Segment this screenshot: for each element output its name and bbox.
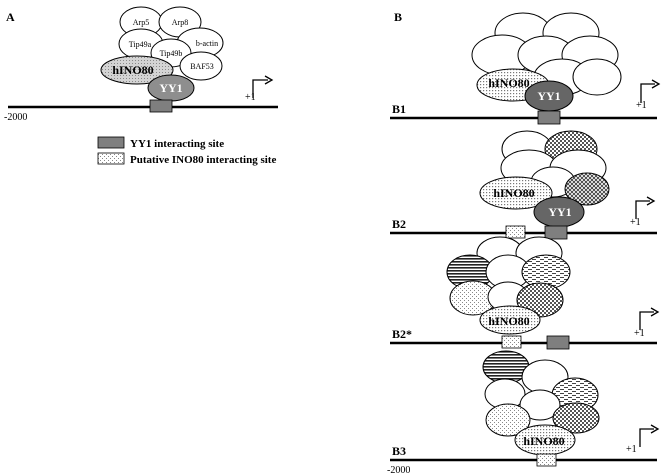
b3-label: B3 xyxy=(392,444,406,458)
panel-a-letter: A xyxy=(6,10,15,24)
b2-yy1-site xyxy=(544,225,568,240)
tss-label: +1 xyxy=(245,92,256,103)
b2star-ino80-site xyxy=(501,335,522,349)
panel-a: A Arp5 Arp8 Tip49a b-actin Tip49b BAF53 … xyxy=(4,6,278,123)
b1-yy1-label: YY1 xyxy=(537,89,560,103)
b2star-tss-arrow-icon xyxy=(639,311,654,330)
b2-hino80-label: hINO80 xyxy=(493,186,534,200)
b1-yy1-site xyxy=(537,110,561,125)
row-b2-star: hINO80 +1 B2* xyxy=(390,236,660,350)
tip49a-label: Tip49a xyxy=(129,40,152,49)
legend-yy1-swatch xyxy=(97,136,125,149)
upstream-label: -2000 xyxy=(4,112,27,123)
b2star-yy1-site xyxy=(546,335,570,350)
hino80-label: hINO80 xyxy=(112,63,153,77)
b2-label: B2 xyxy=(392,217,406,231)
b1-tss-arrow-icon xyxy=(640,83,655,103)
b2-ino80-site xyxy=(505,225,526,239)
b2star-label: B2* xyxy=(392,327,412,341)
b2-hino80-subunit xyxy=(479,176,553,210)
b2-yy1-label: YY1 xyxy=(548,205,571,219)
baf53-label: BAF53 xyxy=(190,62,214,71)
legend: YY1 interacting site Putative INO80 inte… xyxy=(97,136,276,166)
b3-upstream-label: -2000 xyxy=(387,465,410,476)
legend-ino80-swatch xyxy=(97,152,125,165)
b2star-hino80-label: hINO80 xyxy=(488,314,529,328)
hino80-subunit xyxy=(100,55,174,85)
b3-tss-label: +1 xyxy=(626,444,637,455)
arp8-label: Arp8 xyxy=(172,18,188,27)
row-b1: hINO80 YY1 +1 B1 xyxy=(390,12,661,125)
yy1-label: YY1 xyxy=(159,81,182,95)
b1-tss-label: +1 xyxy=(636,100,647,111)
b3-ino80-site xyxy=(536,453,557,467)
b2-tss-label: +1 xyxy=(630,217,641,228)
b3-tss-arrow-icon xyxy=(639,428,654,447)
yy1-binding-site xyxy=(149,99,173,113)
b1-label: B1 xyxy=(392,102,406,116)
baf53-subunit xyxy=(179,51,223,81)
panel-b-letter: B xyxy=(394,10,402,24)
b1-hino80-label: hINO80 xyxy=(488,76,529,90)
panel-a-complex xyxy=(100,6,224,102)
b2star-tss-label: +1 xyxy=(634,328,645,339)
b2star-hino80-subunit xyxy=(479,305,541,335)
row-b3: hINO80 +1 B3 -2000 xyxy=(387,350,660,476)
b3-hino80-label: hINO80 xyxy=(523,434,564,448)
legend-ino80-label: Putative INO80 interacting site xyxy=(130,154,276,166)
legend-yy1-label: YY1 interacting site xyxy=(130,138,224,150)
row-b2: hINO80 YY1 +1 B2 xyxy=(390,130,657,240)
tip49b-label: Tip49b xyxy=(160,49,183,58)
b2-tss-arrow-icon xyxy=(635,200,650,219)
arp5-label: Arp5 xyxy=(133,18,149,27)
bactin-label: b-actin xyxy=(196,39,218,48)
tss-arrow-icon xyxy=(252,79,268,98)
